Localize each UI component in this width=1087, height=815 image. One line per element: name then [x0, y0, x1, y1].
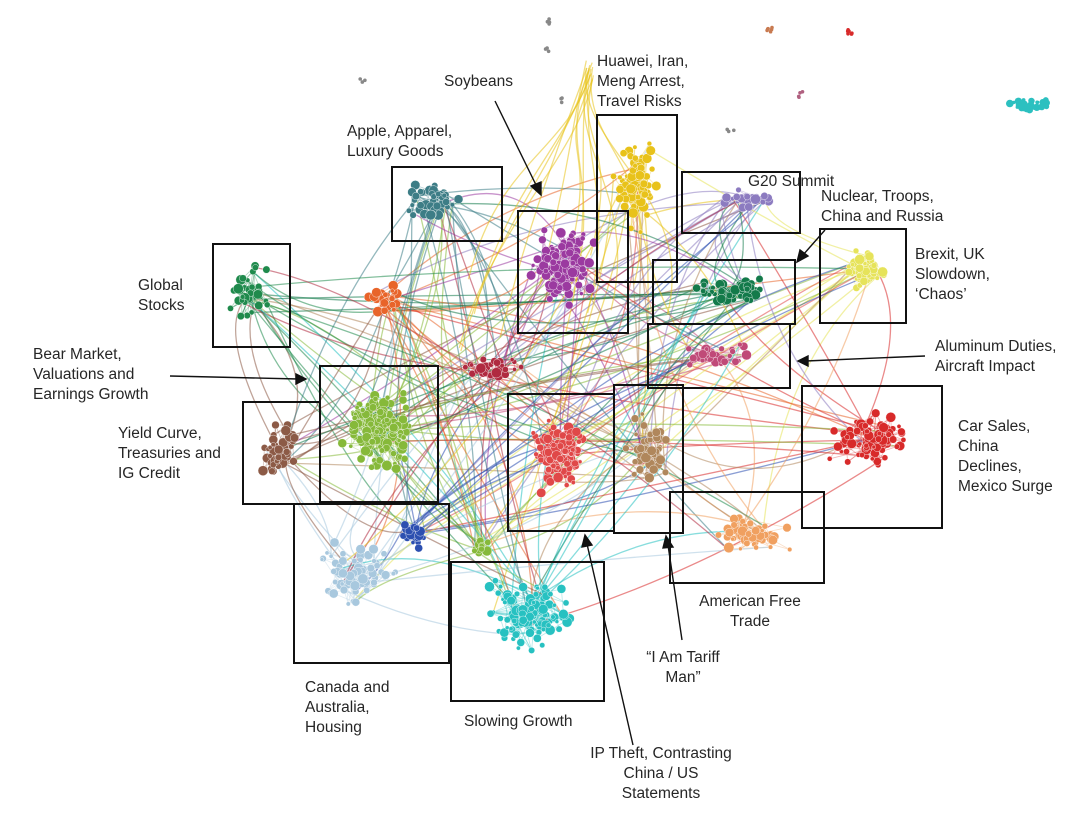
- label-ip-theft: IP Theft, Contrasting China / US Stateme…: [590, 745, 732, 802]
- arrow-nuclear: [795, 229, 826, 264]
- box-slowing: [450, 561, 605, 702]
- nodes-accent-1: [399, 520, 427, 553]
- nodes-accent-3: [462, 356, 524, 381]
- nodes-global-stocks: [227, 261, 271, 320]
- box-g20: [681, 171, 801, 234]
- label-canada: Canada and Australia, Housing: [305, 679, 390, 736]
- label-tariff-man: “I Am Tariff Man”: [646, 649, 720, 686]
- nodes-american-free-trade: [715, 513, 793, 553]
- cluster-box-layer: [212, 114, 943, 702]
- label-car-sales: Car Sales, China Declines, Mexico Surge: [958, 418, 1053, 495]
- label-american-free-trade: American Free Trade: [699, 593, 801, 630]
- nodes-canada: [319, 537, 399, 607]
- box-american-free-trade: [669, 491, 825, 584]
- nodes-brexit: [844, 247, 888, 292]
- outlier-fragments: [358, 17, 1050, 134]
- box-huawei: [596, 114, 678, 283]
- box-tariff-man: [613, 384, 684, 534]
- nodes-tariff-man: [622, 411, 671, 483]
- label-global-stocks: Global Stocks: [138, 277, 185, 314]
- nodes-slowing: [484, 577, 575, 654]
- nodes-accent-0: [363, 280, 403, 317]
- box-car-sales: [801, 385, 943, 529]
- label-slowing: Slowing Growth: [464, 713, 573, 730]
- arrow-layer: [169, 100, 926, 746]
- label-aluminum: Aluminum Duties, Aircraft Impact: [935, 338, 1057, 375]
- arrow-tariff-man: [662, 534, 683, 641]
- label-huawei: Huawei, Iran, Meng Arrest, Travel Risks: [597, 53, 689, 110]
- nodes-apple: [405, 180, 464, 221]
- arrow-aluminum: [796, 354, 926, 368]
- node-layer: [227, 17, 1050, 654]
- nodes-soybeans: [526, 226, 599, 310]
- nodes-car-sales: [827, 408, 907, 469]
- label-bear-market: Bear Market, Valuations and Earnings Gro…: [33, 346, 149, 403]
- nodes-accent-2: [471, 537, 493, 557]
- nodes-nuclear: [692, 275, 764, 306]
- box-soybeans: [517, 210, 629, 334]
- label-apple: Apple, Apparel, Luxury Goods: [347, 123, 453, 160]
- edges-between-clusters: [235, 60, 901, 636]
- nodes-yield-curve: [257, 420, 300, 476]
- arrow-ip-theft: [581, 533, 634, 746]
- box-global-stocks: [212, 243, 291, 348]
- label-yield-curve: Yield Curve, Treasuries and IG Credit: [118, 425, 221, 482]
- nodes-huawei: [610, 141, 662, 235]
- box-aluminum: [647, 323, 791, 389]
- box-apple: [391, 166, 503, 242]
- label-brexit: Brexit, UK Slowdown, ‘Chaos’: [915, 246, 990, 303]
- label-soybeans: Soybeans: [444, 73, 513, 90]
- label-nuclear: Nuclear, Troops, China and Russia: [821, 188, 944, 225]
- box-yield-curve: [242, 401, 321, 505]
- nodes-g20: [720, 186, 774, 213]
- nodes-ip-theft: [530, 418, 587, 498]
- nodes-aluminum: [685, 341, 752, 368]
- arrow-soybeans: [494, 100, 542, 197]
- arrow-bear-market: [169, 372, 308, 386]
- box-brexit: [819, 228, 907, 324]
- nodes-bear-market: [337, 389, 412, 474]
- box-canada: [293, 503, 450, 664]
- label-g20: G20 Summit: [748, 173, 835, 190]
